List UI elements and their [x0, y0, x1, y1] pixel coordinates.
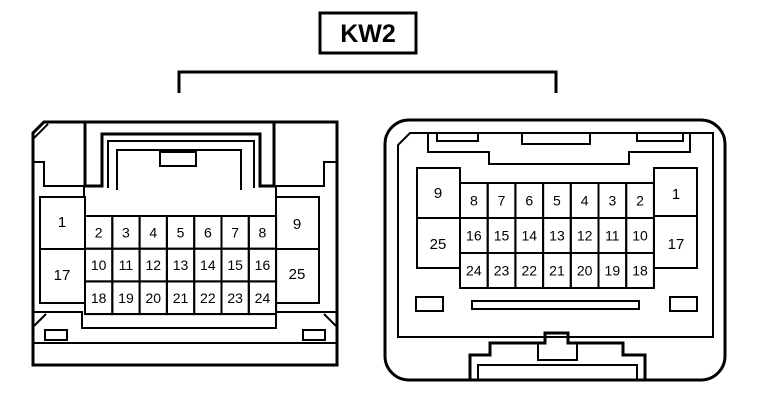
- pin-label: 8: [470, 193, 478, 209]
- left-connector: [31, 120, 339, 367]
- pin-label: 18: [91, 290, 107, 306]
- pin-label: 11: [605, 228, 620, 244]
- title-box: KW2: [318, 11, 418, 55]
- pin-label: 2: [95, 224, 103, 240]
- right-pin-grid: 8 7 6 5 4 3 2 16 15 14 13 12 11 10 24 23 22 21 20 19 18: [459, 182, 655, 289]
- pin-label: 13: [173, 257, 189, 273]
- title-bracket: [177, 70, 558, 93]
- pin-label: 3: [122, 224, 130, 240]
- right-side-pins: 9 25 1 17: [430, 185, 685, 253]
- pin-label: 25: [430, 236, 447, 253]
- pin-label: 7: [498, 193, 506, 209]
- pin-label: 10: [632, 228, 648, 244]
- pin-label: 13: [549, 228, 565, 244]
- right-connector: [383, 118, 727, 382]
- pin-label: 4: [149, 224, 157, 240]
- pin-label: 20: [145, 290, 161, 306]
- pin-label: 17: [668, 236, 685, 253]
- pin-label: 14: [200, 257, 216, 273]
- pin-label: 14: [521, 228, 537, 244]
- pin-label: 19: [605, 263, 621, 279]
- pin-cell: [625, 252, 655, 289]
- pin-label: 22: [200, 290, 216, 306]
- pin-label: 2: [636, 193, 644, 209]
- pin-label: 23: [494, 263, 510, 279]
- pin-label: 16: [255, 257, 271, 273]
- pin-label: 24: [466, 263, 482, 279]
- pin-label: 10: [91, 257, 107, 273]
- pin-label: 15: [494, 228, 510, 244]
- pin-label: 18: [632, 263, 648, 279]
- pin-label: 7: [231, 224, 239, 240]
- pin-label: 6: [204, 224, 212, 240]
- pin-label: 6: [525, 193, 533, 209]
- pin-label: 20: [577, 263, 593, 279]
- pin-label: 24: [255, 290, 271, 306]
- pin-label: 8: [259, 224, 267, 240]
- pin-label: 9: [293, 216, 301, 233]
- pin-label: 12: [145, 257, 161, 273]
- pin-label: 11: [119, 257, 134, 273]
- pin-label: 5: [553, 193, 561, 209]
- pin-label: 19: [118, 290, 134, 306]
- pin-label: 25: [289, 266, 306, 283]
- left-side-pins: 1 17 9 25: [54, 214, 306, 284]
- pin-label: 17: [54, 267, 71, 284]
- pin-label: 9: [434, 185, 442, 202]
- pin-label: 12: [577, 228, 593, 244]
- pin-label: 1: [58, 214, 66, 231]
- pin-cell: [247, 280, 278, 316]
- pin-label: 21: [549, 263, 565, 279]
- pin-label: 5: [177, 224, 185, 240]
- diagram-title: KW2: [340, 20, 396, 48]
- pin-label: 21: [173, 290, 189, 306]
- pin-label: 15: [227, 257, 243, 273]
- pin-label: 23: [227, 290, 243, 306]
- pin-label: 16: [466, 228, 482, 244]
- pin-label: 4: [581, 193, 589, 209]
- pin-label: 22: [521, 263, 537, 279]
- pin-label: 1: [672, 186, 680, 203]
- pin-label: 3: [608, 193, 616, 209]
